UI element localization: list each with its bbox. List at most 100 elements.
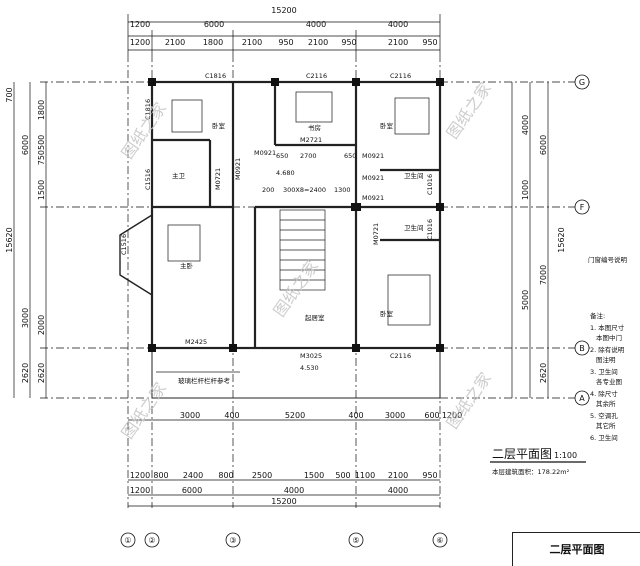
dim-right-1: 4000 bbox=[521, 115, 530, 135]
note-3: 3. 卫生间 bbox=[590, 367, 618, 376]
dim-right-3: 1000 bbox=[521, 180, 530, 200]
room-master-bed: 主卧 bbox=[180, 261, 194, 270]
note-5b: 其它所 bbox=[596, 421, 616, 430]
dim-right-4: 15620 bbox=[557, 227, 566, 252]
opening-c2116-bottom: C2116 bbox=[390, 352, 411, 360]
opening-c1816-left: C1816 bbox=[144, 99, 152, 120]
dim-bot-7: 1200 bbox=[442, 411, 462, 420]
drawing-title: 二层平面图 bbox=[492, 447, 552, 461]
watermark-4: 图纸之家 bbox=[118, 379, 170, 442]
dim-2700: 2700 bbox=[300, 152, 317, 160]
opening-m0921-4: M0921 bbox=[234, 158, 242, 180]
axis-row-b: B bbox=[579, 344, 585, 353]
dim-bot2-5: 2500 bbox=[252, 471, 272, 480]
opening-m0721-2: M0721 bbox=[372, 223, 380, 245]
opening-m2721: M2721 bbox=[300, 136, 322, 144]
room-bedroom-3: 卧室 bbox=[380, 309, 394, 318]
dim-top-1: 1200 bbox=[130, 20, 150, 29]
dim-left-in-1: 1800 bbox=[37, 100, 46, 120]
axis-row-a: A bbox=[579, 394, 585, 403]
watermark-5: 图纸之家 bbox=[443, 369, 495, 432]
dim-right-7: 2620 bbox=[539, 363, 548, 383]
opening-m0921-2: M0921 bbox=[362, 152, 384, 160]
opening-m2425: M2425 bbox=[185, 338, 207, 346]
watermark-2: 图纸之家 bbox=[443, 79, 495, 142]
opening-m0721-1: M0721 bbox=[214, 168, 222, 190]
dim-right-2: 6000 bbox=[539, 135, 548, 155]
axis-col-1: ① bbox=[124, 536, 131, 545]
dim-top2-6: 2100 bbox=[308, 38, 328, 47]
opening-m0921-5: M0921 bbox=[362, 174, 384, 182]
dim-left-5: 2620 bbox=[21, 363, 30, 383]
dim-left-3: 15620 bbox=[5, 227, 14, 252]
opening-m0921-1: M0921 bbox=[254, 149, 276, 157]
dim-bot-3: 5200 bbox=[285, 411, 305, 420]
dim-top2-9: 950 bbox=[422, 38, 437, 47]
note-6: 6. 卫生间 bbox=[590, 433, 618, 442]
dim-left-2: 6000 bbox=[21, 135, 30, 155]
dim-bot3-4: 4000 bbox=[388, 486, 408, 495]
title-block: 二层平面图 bbox=[512, 532, 640, 566]
dim-top2-3: 1800 bbox=[203, 38, 223, 47]
dim-bot-2: 400 bbox=[224, 411, 239, 420]
dim-200: 200 bbox=[262, 186, 274, 194]
dim-bot2-3: 2400 bbox=[183, 471, 203, 480]
dim-top2-8: 2100 bbox=[388, 38, 408, 47]
dim-left-in-4: 2000 bbox=[37, 315, 46, 335]
dim-1300: 1300 bbox=[334, 186, 351, 194]
axis-col-3: ③ bbox=[229, 536, 236, 545]
dim-left-1: 700 bbox=[5, 87, 14, 102]
opening-c1516-1: C1516 bbox=[144, 169, 152, 190]
dim-right-5: 7000 bbox=[539, 265, 548, 285]
dim-bot2-9: 2100 bbox=[388, 471, 408, 480]
dim-top2-4: 2100 bbox=[242, 38, 262, 47]
note-5: 5. 空调孔 bbox=[590, 411, 618, 420]
axis-col-6: ⑥ bbox=[436, 536, 443, 545]
dim-bot2-8: 1100 bbox=[355, 471, 375, 480]
dim-bot3-2: 6000 bbox=[182, 486, 202, 495]
side-note: 门窗编号说明 bbox=[588, 255, 628, 264]
note-1: 1. 本图尺寸 bbox=[590, 323, 625, 332]
note-3b: 各专业图 bbox=[596, 377, 622, 386]
dim-top2-5: 950 bbox=[278, 38, 293, 47]
dim-bot2-2: 800 bbox=[153, 471, 168, 480]
title-block-text: 二层平面图 bbox=[549, 543, 605, 556]
room-bedroom-1: 卧室 bbox=[212, 121, 226, 130]
dim-top2-2: 2100 bbox=[165, 38, 185, 47]
room-master-bath: 主卫 bbox=[172, 171, 186, 180]
railing-note: 玻璃栏杆栏杆参考 bbox=[178, 376, 231, 385]
note-4: 4. 除尺寸 bbox=[590, 389, 618, 398]
axis-col-2: ② bbox=[148, 536, 155, 545]
dim-top-3: 4000 bbox=[306, 20, 326, 29]
note-1b: 本图中门 bbox=[596, 333, 622, 342]
dim-650-right: 650 bbox=[344, 152, 356, 160]
room-study: 书房 bbox=[308, 123, 321, 132]
dim-left-in-2: 750500 bbox=[37, 135, 46, 166]
opening-c1016-2: C1016 bbox=[426, 219, 434, 240]
room-lounge: 起居室 bbox=[305, 313, 325, 322]
dim-bot2-1: 1200 bbox=[130, 471, 150, 480]
dim-bot-6: 600 bbox=[424, 411, 439, 420]
dim-bot2-4: 800 bbox=[218, 471, 233, 480]
dim-bot2-10: 950 bbox=[422, 471, 437, 480]
drawing-scale: 1:100 bbox=[554, 451, 577, 460]
opening-m3025: M3025 bbox=[300, 352, 322, 360]
room-bath-1: 卫生间 bbox=[404, 171, 424, 180]
note-4b: 其余所 bbox=[596, 399, 616, 408]
axis-row-g: G bbox=[579, 78, 585, 87]
dim-bot3-1: 1200 bbox=[130, 486, 150, 495]
stair-dimension: 300X8=2400 bbox=[283, 186, 326, 194]
dim-bot-4: 400 bbox=[348, 411, 363, 420]
elevation-4530: 4.530 bbox=[300, 364, 319, 372]
dim-bot-total: 15200 bbox=[271, 497, 296, 506]
opening-c2116-top1: C2116 bbox=[306, 72, 327, 80]
axis-col-5: ⑤ bbox=[352, 536, 359, 545]
dim-left-in-3: 1500 bbox=[37, 180, 46, 200]
elevation-4680: 4.680 bbox=[276, 169, 295, 177]
dim-bot-5: 3000 bbox=[385, 411, 405, 420]
area-note: 本层建筑面积：178.22m² bbox=[492, 467, 570, 476]
note-2: 2. 除有说明 bbox=[590, 345, 625, 354]
notes-title: 备注: bbox=[590, 311, 605, 320]
dim-top2-1: 1200 bbox=[130, 38, 150, 47]
